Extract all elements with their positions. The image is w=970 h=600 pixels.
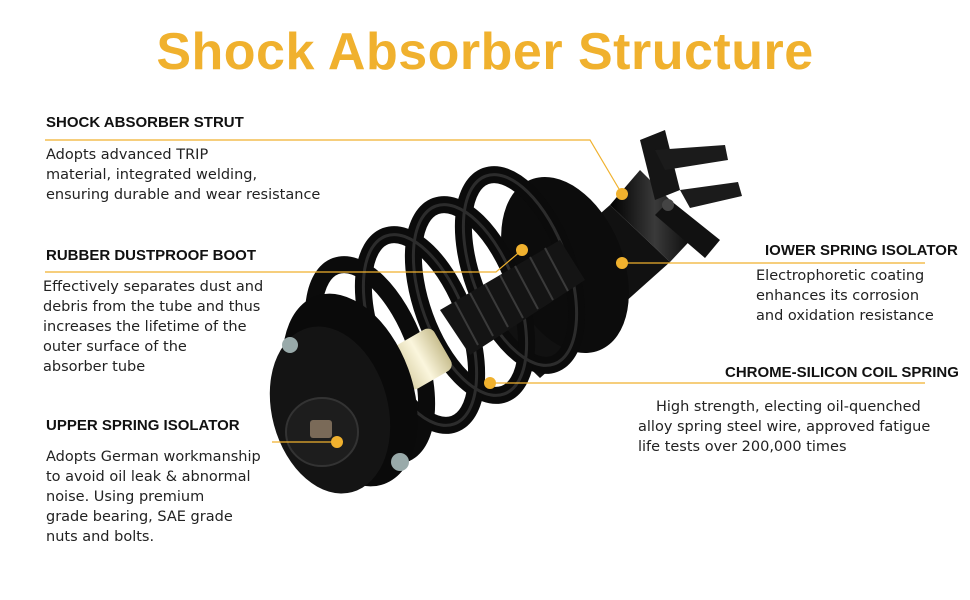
callout-lines	[45, 139, 925, 443]
upper-mount	[269, 293, 418, 494]
boot-label: RUBBER DUSTPROOF BOOT	[46, 247, 256, 264]
knuckle-bracket	[640, 130, 742, 258]
boot-desc-line: outer surface of the	[43, 339, 187, 355]
coil-desc-line: High strength, electing oil-quenched	[656, 399, 921, 415]
upper-isolator-description: Adopts German workmanship to avoid oil l…	[46, 447, 261, 547]
boot-description: Effectively separates dust and debris fr…	[43, 277, 263, 377]
coil-desc-line: alloy spring steel wire, approved fatigu…	[638, 419, 931, 435]
strut-description: Adopts advanced TRIP material, integrate…	[46, 145, 320, 205]
boot-desc-line: debris from the tube and thus	[43, 299, 261, 315]
coil-spring-label: CHROME-SILICON COIL SPRING	[725, 364, 959, 381]
boot-desc-line: absorber tube	[43, 359, 146, 375]
lower-desc-line: Electrophoretic coating	[756, 268, 925, 284]
strut-label: SHOCK ABSORBER STRUT	[46, 114, 244, 131]
boot-desc-line: increases the lifetime of the	[43, 319, 247, 335]
strut-desc-line: material, integrated welding,	[46, 167, 258, 183]
upper-desc-line: noise. Using premium	[46, 489, 205, 505]
lower-desc-line: enhances its corrosion	[756, 288, 920, 304]
coil-desc-line: life tests over 200,000 times	[638, 439, 847, 455]
upper-desc-line: Adopts German workmanship	[46, 449, 261, 465]
upper-desc-line: to avoid oil leak & abnormal	[46, 469, 251, 485]
upper-desc-line: grade bearing, SAE grade	[46, 509, 233, 525]
lower-desc-line: and oxidation resistance	[756, 308, 934, 324]
upper-isolator-label: UPPER SPRING ISOLATOR	[46, 417, 240, 434]
lower-isolator-label: IOWER SPRING ISOLATOR	[765, 242, 958, 259]
strut-desc-line: Adopts advanced TRIP	[46, 147, 209, 163]
callout-dots	[331, 188, 628, 448]
lower-isolator-description: Electrophoretic coating enhances its cor…	[756, 266, 934, 326]
strut-desc-line: ensuring durable and wear resistance	[46, 187, 321, 203]
coil-spring-description: High strength, electing oil-quenched all…	[638, 397, 930, 457]
upper-desc-line: nuts and bolts.	[46, 529, 155, 545]
page-title: Shock Absorber Structure	[156, 23, 814, 81]
dust-boot	[440, 240, 585, 355]
boot-desc-line: Effectively separates dust and	[43, 279, 264, 295]
